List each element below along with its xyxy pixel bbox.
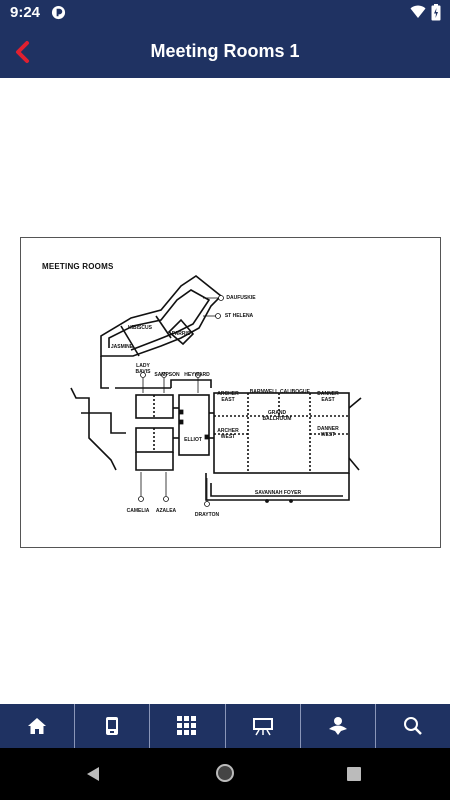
floor-plan-map[interactable]: MEETING ROOMS DAUFUSKIE ST HELENA HIBISC… <box>20 237 441 548</box>
room-archer-east[interactable]: ARCHER EAST <box>217 391 239 403</box>
room-jasmine[interactable]: JASMINE <box>110 344 134 350</box>
room-azalea[interactable]: AZALEA <box>155 508 177 514</box>
grid-icon <box>177 716 197 735</box>
room-barnwell[interactable]: BARNWELL <box>249 389 279 395</box>
room-danner-west[interactable]: DANNER WEST <box>317 426 339 438</box>
room-hibiscus[interactable]: HIBISCUS <box>128 325 152 331</box>
status-time: 9:24 <box>10 4 41 21</box>
home-icon <box>28 718 47 734</box>
attendee-icon <box>328 717 347 735</box>
device-icon <box>106 717 119 735</box>
system-back-icon[interactable] <box>85 766 101 782</box>
app-bar: Meeting Rooms 1 <box>0 26 450 78</box>
room-danner-east[interactable]: DANNER EAST <box>317 391 339 403</box>
app-notification-icon <box>51 5 66 20</box>
nav-presentation-button[interactable] <box>226 704 301 748</box>
nav-attendee-button[interactable] <box>301 704 376 748</box>
map-heading: MEETING ROOMS <box>42 262 114 271</box>
room-sampson[interactable]: SAMPSON <box>154 372 180 378</box>
room-archer-west[interactable]: ARCHER WEST <box>217 428 239 440</box>
page-title: Meeting Rooms 1 <box>150 41 300 61</box>
nav-device-button[interactable] <box>75 704 151 748</box>
battery-icon <box>431 4 441 21</box>
floor-plan-drawing <box>70 275 362 507</box>
search-icon <box>403 717 422 735</box>
nav-search-button[interactable] <box>376 704 450 748</box>
room-grand-ballroom[interactable]: GRAND BALLROOM <box>262 410 292 422</box>
room-drayton[interactable]: DRAYTON <box>194 512 220 518</box>
wifi-icon <box>410 5 426 18</box>
system-recents-icon[interactable] <box>347 767 361 781</box>
room-heyward[interactable]: HEYWARD <box>184 372 210 378</box>
room-parris[interactable]: PARRIS <box>171 331 191 337</box>
chevron-left-icon <box>16 41 29 63</box>
room-elliot[interactable]: ELLIOT <box>184 437 202 443</box>
nav-home-button[interactable] <box>0 704 76 748</box>
room-savannah-foyer[interactable]: SAVANNAH FOYER <box>254 490 302 496</box>
system-home-icon[interactable] <box>216 764 234 782</box>
room-st-helena[interactable]: ST HELENA <box>224 313 254 319</box>
back-button[interactable] <box>10 36 40 68</box>
room-calibogue[interactable]: CALIBOGUE <box>280 389 310 395</box>
presentation-icon <box>252 718 273 736</box>
bottom-nav <box>0 704 450 748</box>
nav-grid-button[interactable] <box>150 704 226 748</box>
room-lady-bavis[interactable]: LADY BAVIS <box>135 363 151 375</box>
status-bar: 9:24 <box>0 0 450 26</box>
room-daufuskie[interactable]: DAUFUSKIE <box>226 295 256 301</box>
room-camelia[interactable]: CAMELIA <box>126 508 150 514</box>
system-nav-bar <box>0 748 450 800</box>
